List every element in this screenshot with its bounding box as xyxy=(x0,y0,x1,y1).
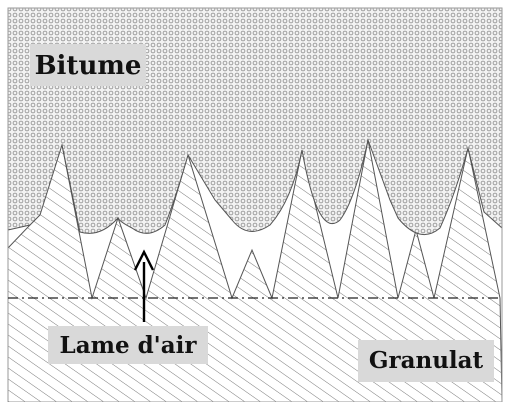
bitumen-label: Bitume xyxy=(30,44,146,86)
bitumen-label-text: Bitume xyxy=(35,51,142,81)
air-gap-label: Lame d'air xyxy=(48,326,208,364)
bitumen-layer xyxy=(7,7,503,236)
diagram-frame xyxy=(7,7,503,402)
aggregate-label-text: Granulat xyxy=(369,347,484,374)
aggregate-label: Granulat xyxy=(358,340,494,382)
air-gap-label-text: Lame d'air xyxy=(60,332,198,359)
air-gap-arrow xyxy=(133,249,155,322)
